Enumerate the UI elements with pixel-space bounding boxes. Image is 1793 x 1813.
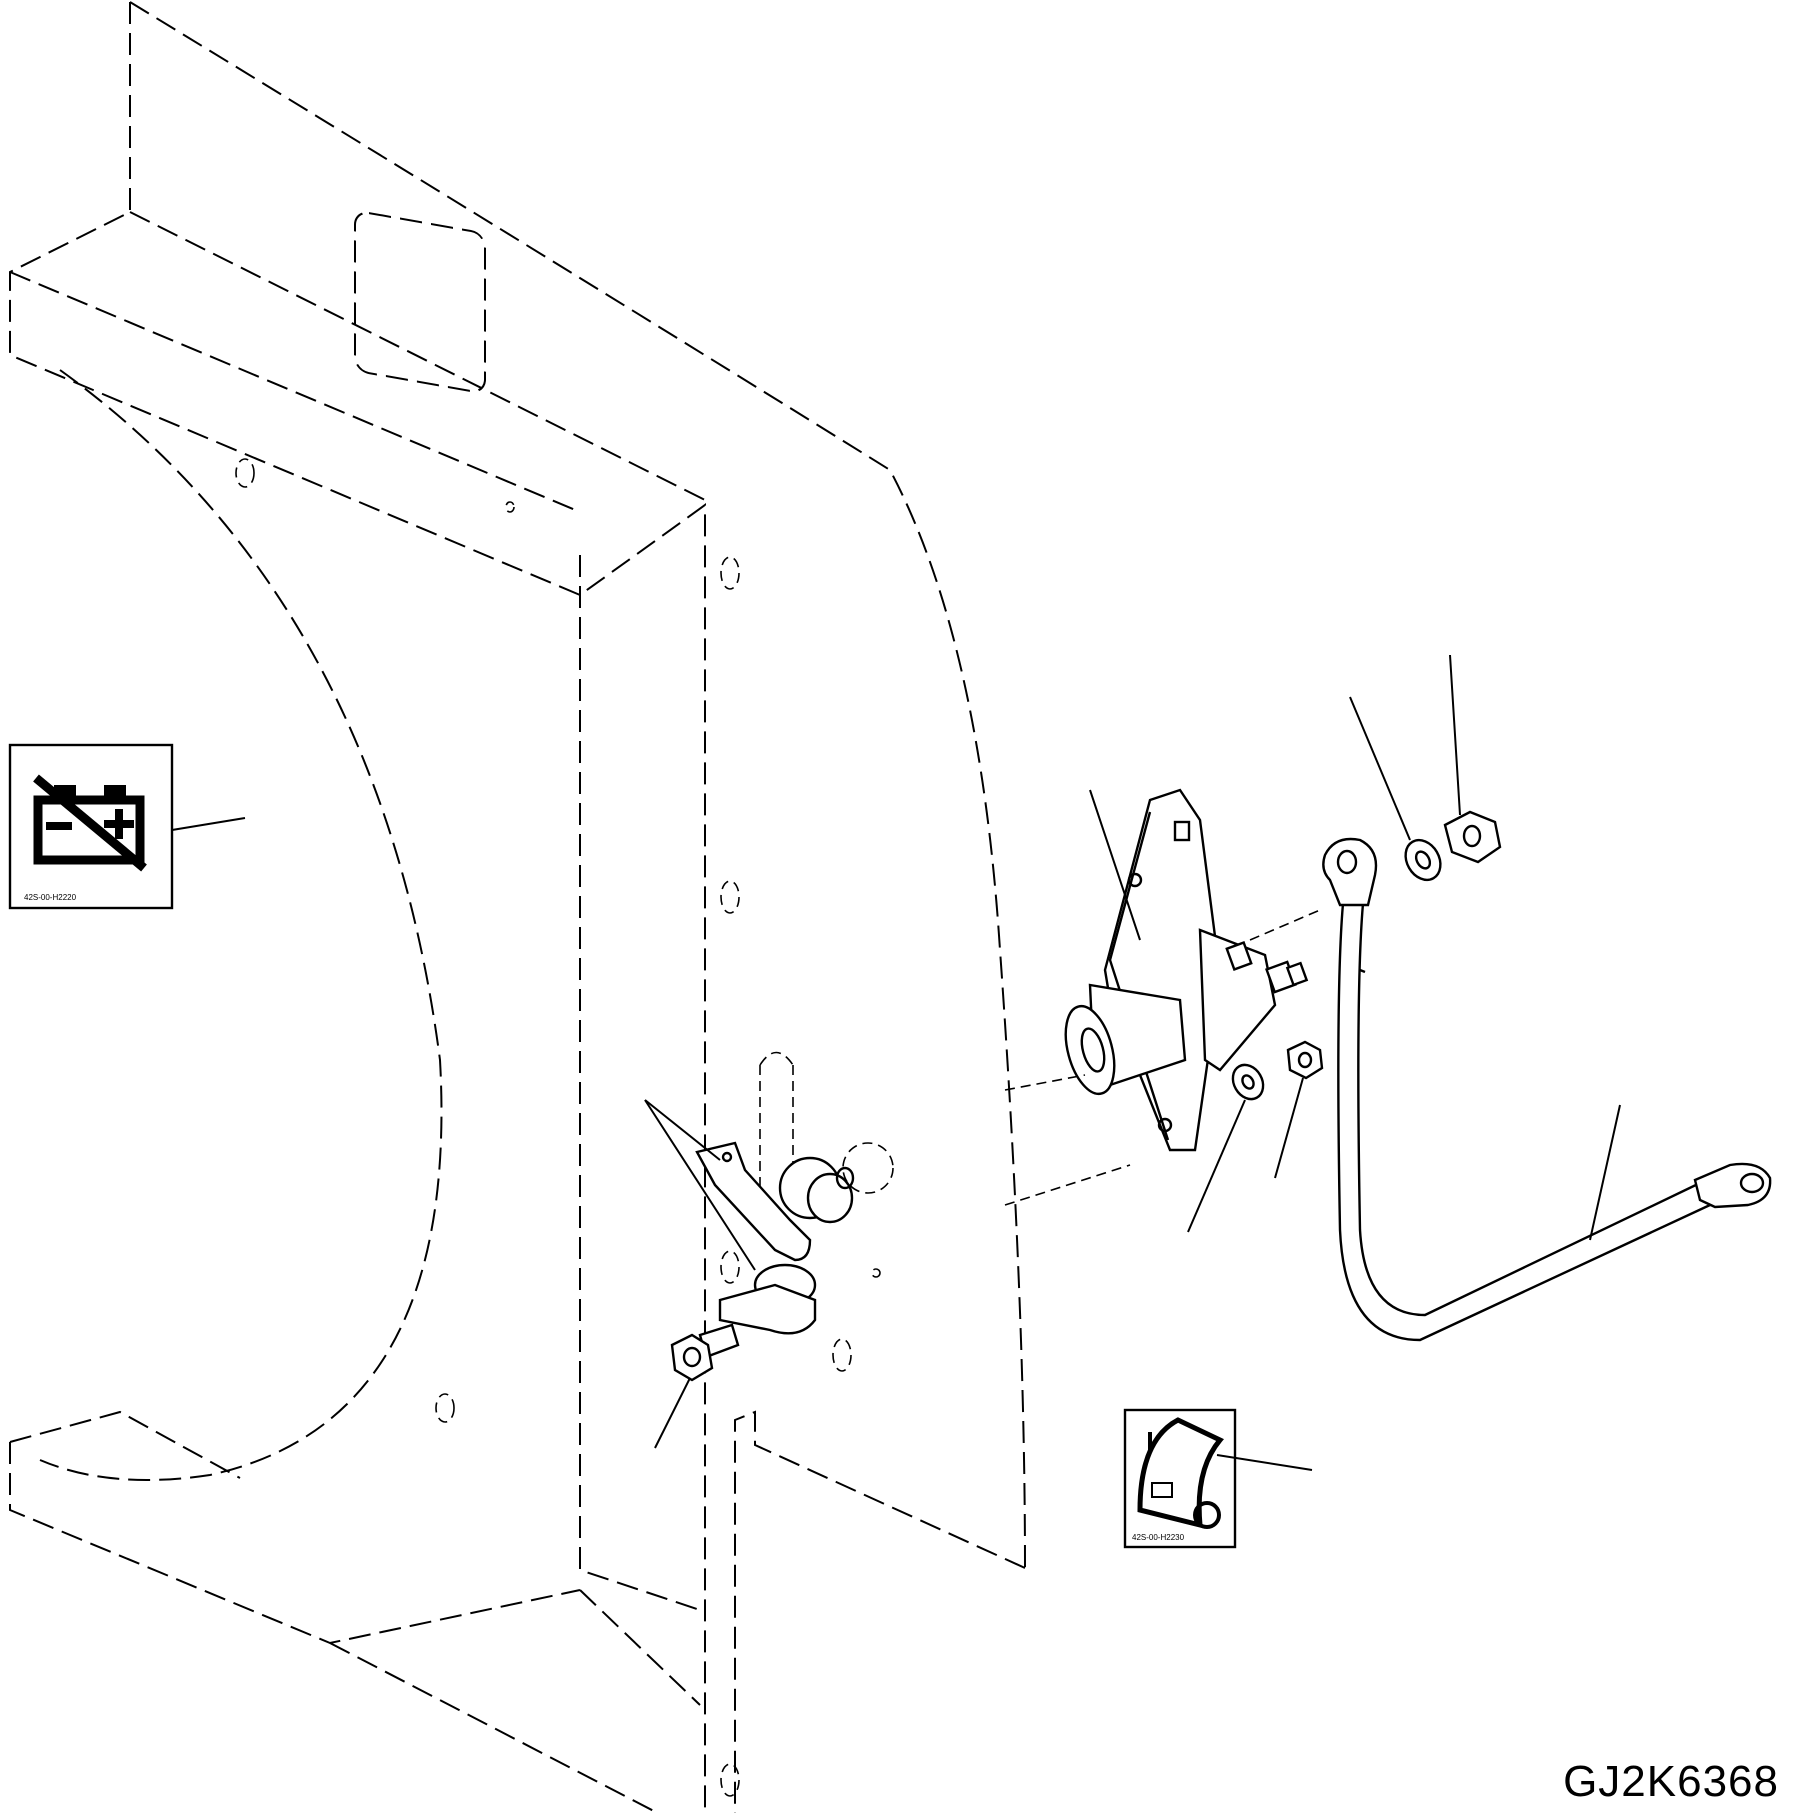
leader-battery-decal [171, 817, 246, 831]
leader-small-nut [1274, 1077, 1304, 1179]
drawing-number: GJ2K6368 [1563, 1757, 1779, 1806]
small-washer [1231, 1063, 1265, 1101]
leader-washer [1349, 696, 1411, 841]
leader-small-washer [1187, 1099, 1246, 1233]
centerline-upper [1004, 1074, 1086, 1091]
leader-switch-body [1089, 789, 1141, 941]
switch-cap [718, 1263, 817, 1335]
switch-decal-code: 42S-00-H2230 [1132, 1533, 1185, 1542]
battery-warning-decal: 42S-00-H2220 [8, 743, 174, 910]
battery-cable [1322, 837, 1772, 1342]
leader-bolt [654, 1377, 691, 1449]
fender-panel-outline [9, 1, 1026, 1813]
terminal-nut [1443, 810, 1502, 864]
centerline-lower [1004, 1164, 1131, 1206]
small-nut [1286, 1040, 1324, 1080]
centerline-terminal [1249, 909, 1321, 941]
leader-nut [1449, 654, 1461, 816]
leader-key-lever [644, 1099, 721, 1161]
leader-switch-decal [1216, 1454, 1313, 1471]
leader-cap [644, 1099, 756, 1271]
terminal-washer [1404, 838, 1442, 882]
leader-cable [1589, 1104, 1621, 1241]
switch-key-lever [695, 1141, 855, 1262]
battery-disconnect-switch [1064, 788, 1309, 1152]
mounting-bolt [670, 1323, 740, 1382]
switch-position-decal: 42S-00-H2230 [1123, 1408, 1237, 1549]
battery-decal-code: 42S-00-H2220 [24, 893, 77, 902]
